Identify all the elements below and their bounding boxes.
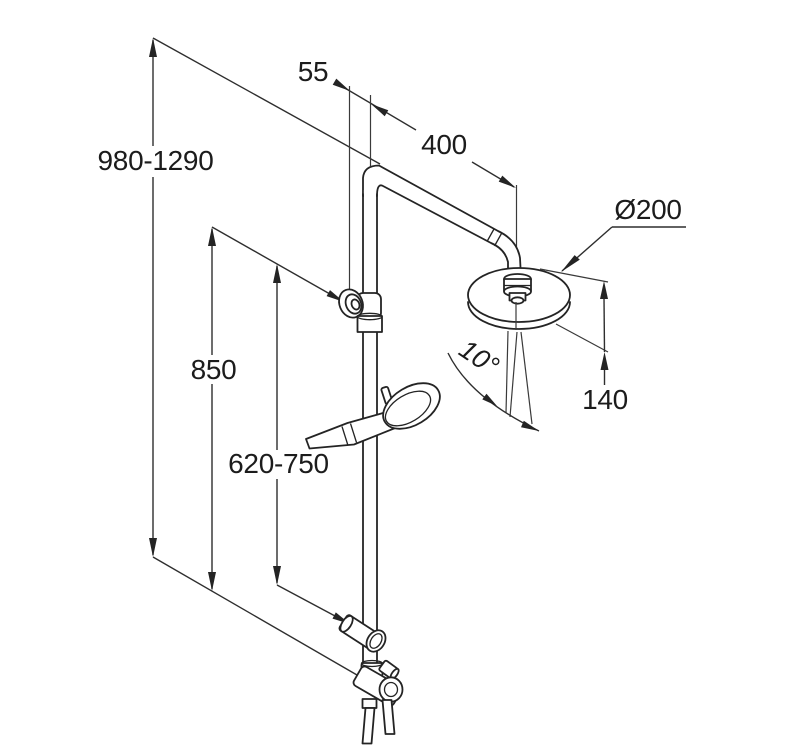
dimension-arrows [149, 38, 516, 624]
ref-line-bottom [152, 556, 358, 676]
arrow-850-bottom [208, 572, 216, 591]
bracket-flange-inner [350, 298, 361, 311]
hand-shower-head [382, 382, 441, 430]
arm-joint-ring [486, 228, 495, 242]
spray-cone [505, 330, 533, 425]
arrow-55-left [332, 78, 350, 91]
arrow-400-right [498, 175, 516, 188]
diverter-unit [352, 659, 404, 707]
overhead-shower-head [467, 267, 571, 330]
telescopic-sleeve-top [356, 312, 383, 321]
ref-line-top [152, 37, 381, 165]
dim-label-bracket-spacing: 620-750 [228, 448, 329, 479]
hose-left-nut [361, 698, 378, 709]
arrow-140-top [600, 281, 608, 299]
shower-hoses [361, 698, 396, 745]
arrow-400-left [371, 104, 389, 117]
angle-arc-arrow-mid [482, 393, 497, 406]
arm-joint-ring2 [493, 233, 503, 247]
hose-right [381, 699, 396, 735]
dim-label-arm-length: 400 [421, 129, 467, 160]
arrow-diameter [561, 255, 580, 272]
dim-label-wall-offset: 55 [298, 56, 329, 87]
shower-system [305, 164, 571, 745]
diverter-knob-inner [383, 681, 399, 698]
arrow-overall-top [149, 38, 157, 57]
diverter-knob [378, 676, 404, 703]
arrow-140-bottom [600, 352, 609, 370]
spray-annotations [447, 255, 609, 432]
dim-label-head-clearance: 140 [582, 384, 628, 415]
hand-shower-face [384, 390, 432, 427]
ref-line-mid-bracket [211, 226, 345, 303]
ext-140-upper [539, 268, 609, 283]
wall-bracket-upper [338, 288, 383, 333]
dim-140-line [603, 296, 606, 353]
lower-bracket-cap [339, 614, 354, 633]
dim-label-head-diameter: Ø200 [614, 194, 681, 225]
lower-bracket-collar [365, 629, 387, 653]
ext-140-lower [555, 323, 609, 353]
dim-label-overall-height: 980-1290 [98, 145, 214, 176]
shower-arm [362, 164, 522, 278]
spray-line-left [505, 330, 509, 414]
arrow-620-bottom [273, 566, 281, 585]
head-rim [467, 301, 571, 330]
dim-label-upper-section: 850 [191, 354, 237, 385]
arrow-850-top [208, 227, 216, 246]
hose-left [361, 707, 376, 745]
arrow-overall-bottom [149, 538, 157, 557]
handle-band-1 [349, 423, 358, 443]
handle-band-2 [341, 426, 349, 446]
spray-line-mid [509, 331, 518, 418]
dim-140 [539, 268, 609, 385]
wall-bracket-lower [338, 614, 387, 653]
lower-bracket-collar-inner [369, 633, 383, 649]
spray-line-tilted [520, 331, 533, 425]
arrow-620-top [273, 264, 281, 283]
ball-joint-ball [510, 296, 525, 305]
dimension-lines [152, 37, 686, 676]
angle-arc-arrow-end [521, 420, 539, 431]
hand-shower [305, 382, 441, 450]
